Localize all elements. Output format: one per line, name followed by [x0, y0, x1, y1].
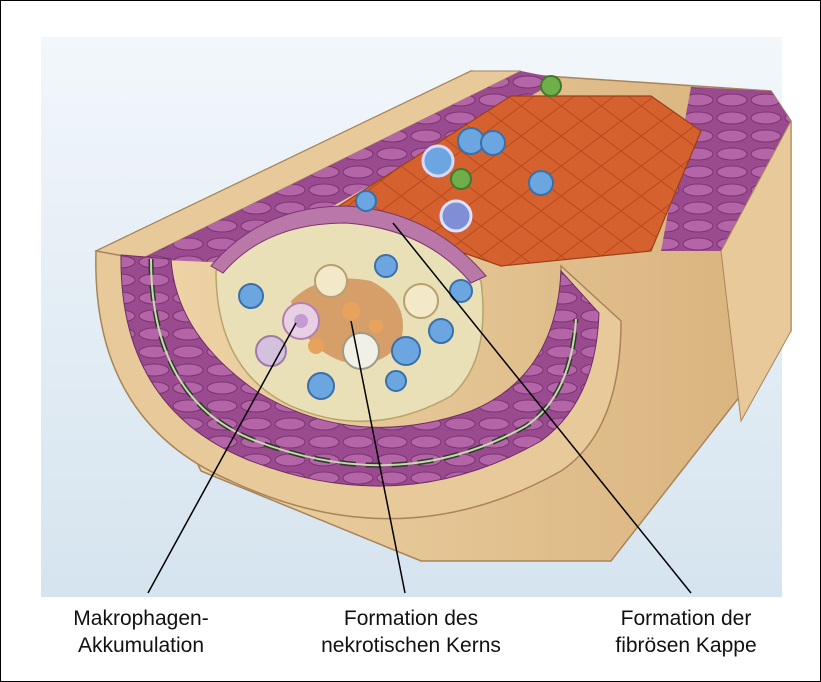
label-necrotic-line1: Formation des	[291, 605, 531, 632]
label-fibrous-line2: fibrösen Kappe	[581, 632, 791, 659]
label-macrophage-line2: Akkumulation	[41, 632, 241, 659]
label-macrophage-accumulation: Makrophagen- Akkumulation	[41, 605, 241, 659]
label-fibrous-cap: Formation der fibrösen Kappe	[581, 605, 791, 659]
label-macrophage-line1: Makrophagen-	[41, 605, 241, 632]
label-fibrous-line1: Formation der	[581, 605, 791, 632]
label-necrotic-core: Formation des nekrotischen Kerns	[291, 605, 531, 659]
label-necrotic-line2: nekrotischen Kerns	[291, 632, 531, 659]
